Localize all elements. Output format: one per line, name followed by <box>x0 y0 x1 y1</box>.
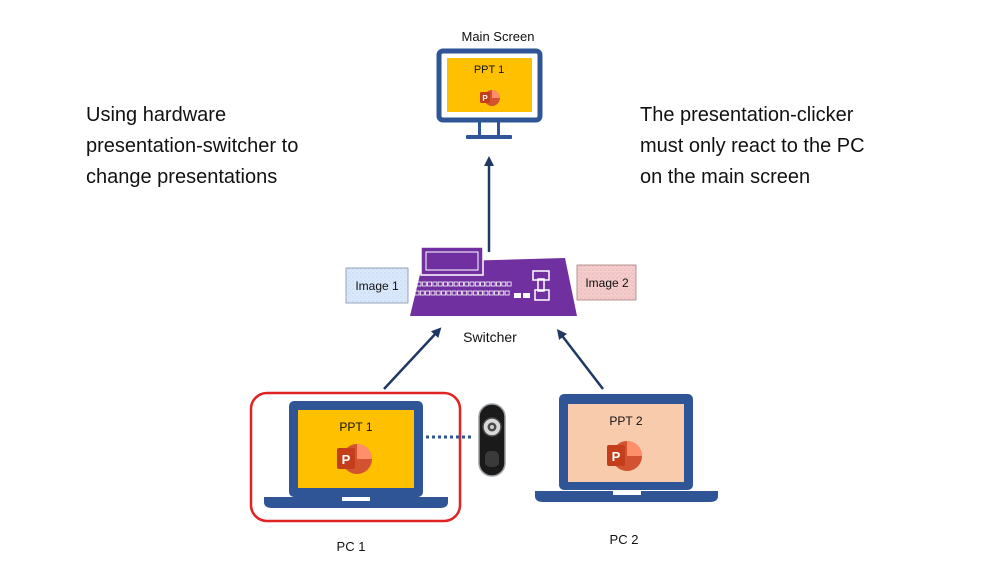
switcher-key <box>499 290 505 296</box>
switcher-key <box>506 281 512 287</box>
switcher-key <box>416 281 422 287</box>
switcher-key <box>446 290 452 296</box>
powerpoint-icon: P <box>337 444 372 474</box>
switcher-description: Using hardware presentation-switcher to … <box>86 100 298 193</box>
arrow-up-icon <box>556 329 604 390</box>
switcher-key <box>478 290 484 296</box>
switcher-key <box>421 281 427 287</box>
switcher-key <box>451 290 457 296</box>
svg-text:P: P <box>612 449 621 464</box>
switcher-key <box>488 290 494 296</box>
switcher-key <box>435 290 441 296</box>
switcher-key <box>501 281 507 287</box>
powerpoint-icon: P <box>480 90 500 106</box>
switcher-key <box>480 281 486 287</box>
svg-text:P: P <box>342 452 351 467</box>
main-screen-label: Main Screen <box>462 29 535 44</box>
switcher-key <box>432 281 438 287</box>
switcher-key <box>469 281 475 287</box>
pc-2: PPT 2 P PC 2 <box>535 394 718 547</box>
switcher-key <box>448 281 454 287</box>
switcher-key <box>425 290 431 296</box>
switcher-key <box>443 281 448 287</box>
switcher-input-2: Image 2 <box>576 264 637 301</box>
switcher-key <box>483 290 489 296</box>
main-screen: Main Screen PPT 1 P <box>436 29 543 139</box>
laptop-base-icon <box>535 491 718 502</box>
switcher-key <box>414 290 420 296</box>
pc-2-slide-label: PPT 2 <box>609 414 642 428</box>
pc-1-slide-label: PPT 1 <box>339 420 372 434</box>
switcher-key <box>453 281 459 287</box>
powerpoint-icon: P <box>607 441 642 471</box>
switcher-key <box>427 281 433 287</box>
description-line: change presentations <box>86 166 278 188</box>
monitor-stand-icon <box>478 122 481 135</box>
switcher-key <box>419 290 425 296</box>
description-line: on the main screen <box>640 166 811 188</box>
t-bar-icon <box>532 270 550 301</box>
description-line: Using hardware <box>86 104 227 126</box>
switcher-key <box>494 290 499 296</box>
selection-outline <box>249 391 462 523</box>
pc-1-label: PC 1 <box>337 539 366 554</box>
image-2-label: Image 2 <box>585 276 629 290</box>
switcher-key <box>462 290 468 296</box>
switcher-key <box>441 290 446 296</box>
laptop-base-icon <box>264 497 448 508</box>
arrow-up-icon <box>383 327 442 390</box>
switcher-key <box>472 290 478 296</box>
switcher-key <box>437 281 443 287</box>
switcher-key <box>504 290 510 296</box>
switcher-label: Switcher <box>463 329 517 345</box>
switcher-key <box>467 290 473 296</box>
switcher: Switcher <box>410 246 577 345</box>
switcher-key <box>458 281 464 287</box>
image-1-label: Image 1 <box>355 279 399 293</box>
switcher-key <box>456 290 462 296</box>
svg-text:P: P <box>482 94 488 103</box>
monitor-base-icon <box>466 135 512 139</box>
switcher-key <box>485 281 491 287</box>
switcher-key <box>490 281 496 287</box>
switcher-key <box>464 281 470 287</box>
pc-1: PPT 1 P PC 1 <box>249 391 462 554</box>
description-line: presentation-switcher to <box>86 135 299 157</box>
main-screen-slide-label: PPT 1 <box>474 64 504 76</box>
switcher-key <box>474 281 480 287</box>
switcher-input-1: Image 1 <box>345 267 409 304</box>
description-line: must only react to the PC <box>640 135 865 157</box>
pc-2-label: PC 2 <box>610 532 639 547</box>
presentation-clicker-icon <box>478 403 506 477</box>
switcher-key <box>430 290 436 296</box>
switcher-key <box>496 281 501 287</box>
clicker-requirement-description: The presentation-clicker must only react… <box>640 100 865 193</box>
description-line: The presentation-clicker <box>640 104 854 126</box>
switcher-buttons-icon <box>414 281 512 296</box>
